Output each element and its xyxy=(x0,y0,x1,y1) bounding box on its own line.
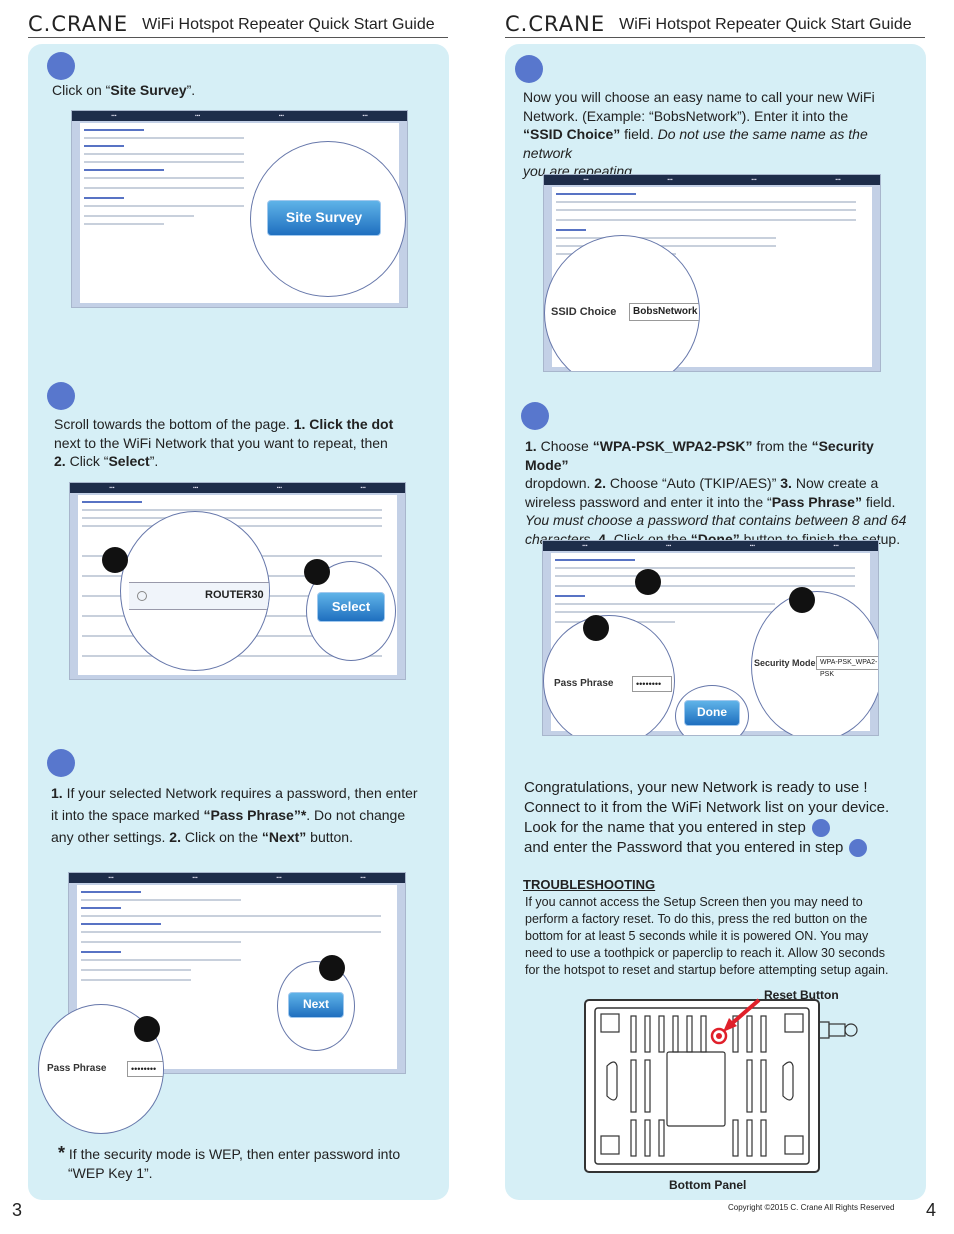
guide-title: WiFi Hotspot Repeater Quick Start Guide xyxy=(619,16,912,33)
step4-text: Now you will choose an easy name to call… xyxy=(523,89,875,179)
screenshot-site-survey: ▪▪▪▪▪▪▪▪▪▪▪▪ Site Survey xyxy=(71,110,408,308)
ssid-choice-label: SSID Choice xyxy=(551,306,617,318)
step2-text: Scroll towards the bottom of the page. 1… xyxy=(54,416,394,469)
pass-phrase-label: Pass Phrase xyxy=(554,678,614,689)
step-dot-4 xyxy=(515,55,543,83)
device-bottom-panel xyxy=(584,998,858,1173)
zoom-circle: Select xyxy=(306,561,396,661)
congrats-text: Congratulations, your new Network is rea… xyxy=(524,779,890,858)
screenshot-network-list: ▪▪▪▪▪▪▪▪▪▪▪▪ ROUTER30 Select xyxy=(69,482,406,680)
step3-text: 1. If your selected Network requires a p… xyxy=(51,785,418,845)
security-mode-select[interactable]: WPA-PSK_WPA2-PSK xyxy=(816,656,878,678)
marker-next xyxy=(319,955,345,981)
security-mode-label: Security Mode xyxy=(754,658,816,668)
step-dot-1 xyxy=(47,52,75,80)
marker-pass xyxy=(134,1016,160,1042)
right-header: C.CRANE WiFi Hotspot Repeater Quick Star… xyxy=(505,12,925,38)
troubleshooting-text: If you cannot access the Setup Screen th… xyxy=(525,895,889,977)
reset-button-label: Reset Button xyxy=(764,988,839,1002)
router-name: ROUTER30 xyxy=(205,589,264,601)
brand-logo: C.CRANE xyxy=(505,12,606,36)
right-panel: Now you will choose an easy name to call… xyxy=(505,44,926,1200)
troubleshooting-title: TROUBLESHOOTING xyxy=(523,877,656,892)
network-row[interactable]: ROUTER30 xyxy=(129,582,269,610)
brand-logo: C.CRANE xyxy=(28,12,129,36)
zoom-circle: Pass Phrase •••••••• xyxy=(38,1004,164,1134)
left-header: C.CRANE WiFi Hotspot Repeater Quick Star… xyxy=(28,12,448,38)
zoom-circle: Security Mode WPA-PSK_WPA2-PSK xyxy=(751,591,878,735)
step-dot-ref-5 xyxy=(849,839,868,858)
guide-title: WiFi Hotspot Repeater Quick Start Guide xyxy=(142,16,435,33)
pass-phrase-field[interactable]: •••••••• xyxy=(127,1061,163,1077)
pass-phrase-label: Pass Phrase xyxy=(47,1063,107,1074)
marker-2 xyxy=(304,559,330,585)
site-survey-button[interactable]: Site Survey xyxy=(267,200,381,236)
radio-dot[interactable] xyxy=(137,591,147,601)
pass-phrase-field[interactable]: •••••••• xyxy=(632,676,672,692)
marker-3 xyxy=(583,615,609,641)
copyright: Copyright ©2015 C. Crane All Rights Rese… xyxy=(728,1203,895,1212)
next-button[interactable]: Next xyxy=(288,992,344,1018)
select-button[interactable]: Select xyxy=(317,592,385,622)
step1-text: Click on “Site Survey”. xyxy=(52,82,196,98)
marker-1 xyxy=(102,547,128,573)
zoom-circle: SSID Choice BobsNetwork xyxy=(544,235,700,371)
step-dot-5 xyxy=(521,402,549,430)
screenshot-security: ▪▪▪▪▪▪▪▪▪▪▪▪ Pass Phrase •••••••• Securi… xyxy=(542,540,879,736)
zoom-circle: ROUTER30 xyxy=(120,511,270,671)
zoom-circle: Done xyxy=(675,685,749,735)
bottom-panel-label: Bottom Panel xyxy=(669,1178,747,1192)
zoom-circle: Pass Phrase •••••••• xyxy=(543,615,675,735)
marker-2 xyxy=(789,587,815,613)
step5-text: 1. Choose “WPA-PSK_WPA2-PSK” from the “S… xyxy=(525,438,907,547)
page-number-right: 4 xyxy=(926,1200,937,1220)
zoom-circle: Next xyxy=(277,961,355,1051)
screenshot-ssid: ▪▪▪▪▪▪▪▪▪▪▪▪ SSID Choice BobsNetwork xyxy=(543,174,881,372)
wep-note: * If the security mode is WEP, then ente… xyxy=(58,1143,401,1181)
step-dot-ref-4 xyxy=(811,819,830,838)
step-dot-2 xyxy=(47,382,75,410)
ssid-choice-field[interactable]: BobsNetwork xyxy=(629,303,699,321)
marker-1 xyxy=(635,569,661,595)
done-button[interactable]: Done xyxy=(684,700,740,726)
page-number-left: 3 xyxy=(12,1200,23,1220)
marker-4 xyxy=(713,735,739,736)
zoom-circle: Site Survey xyxy=(250,141,406,297)
step-dot-3 xyxy=(47,749,75,777)
left-panel: Click on “Site Survey”. ▪▪▪▪▪▪▪▪▪▪▪▪ Sit… xyxy=(28,44,449,1200)
